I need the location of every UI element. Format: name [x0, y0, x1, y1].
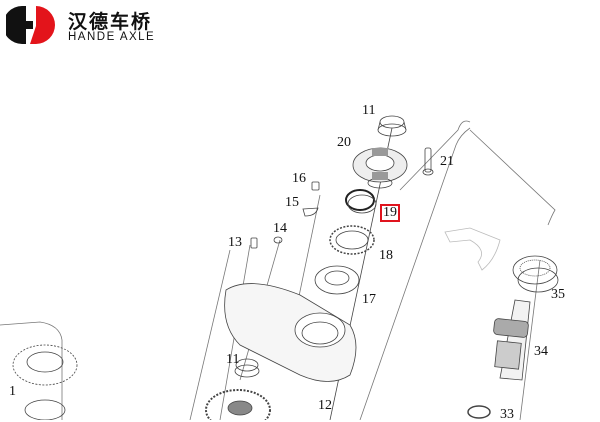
part-15-washer [302, 207, 319, 217]
label-part-20[interactable]: 20 [337, 135, 351, 150]
logo-mark-icon [3, 6, 55, 44]
brand-name-cn: 汉德车桥 [68, 11, 153, 33]
part-33-ring [467, 405, 491, 419]
label-part-15[interactable]: 15 [285, 195, 299, 210]
label-part-17[interactable]: 17 [362, 292, 376, 307]
label-part-19-highlighted[interactable]: 19 [380, 204, 400, 222]
part-21-bolt [422, 147, 434, 176]
part-20-flange [352, 147, 408, 189]
part-17-seal [314, 265, 360, 295]
label-part-18[interactable]: 18 [379, 248, 393, 263]
part-1-inset [0, 321, 78, 420]
part-35-sleeve [512, 255, 559, 293]
label-part-12[interactable]: 12 [318, 398, 332, 413]
part-19-seal [345, 189, 377, 214]
label-part-35[interactable]: 35 [551, 287, 565, 302]
label-part-14[interactable]: 14 [273, 221, 287, 236]
shift-fork [444, 227, 501, 271]
brand-name-en: HANDE AXLE [68, 31, 156, 43]
label-part-11[interactable]: 11 [362, 103, 376, 118]
gear [205, 389, 271, 420]
part-11-bearing-bottom [234, 358, 260, 378]
label-part-13[interactable]: 13 [228, 235, 242, 250]
label-part-33[interactable]: 33 [500, 407, 514, 422]
label-part-11-bottom[interactable]: 11 [226, 352, 240, 367]
part-12-housing-cover [224, 283, 357, 382]
label-part-34[interactable]: 34 [534, 344, 548, 359]
part-11-bearing [377, 115, 407, 137]
label-part-16[interactable]: 16 [292, 171, 306, 186]
part-16-nut [311, 181, 320, 191]
brand-logo: 汉德车桥 HANDE AXLE [3, 4, 196, 46]
part-14-nut [273, 236, 283, 244]
part-18-bearing [329, 225, 375, 255]
label-part-21[interactable]: 21 [440, 154, 454, 169]
part-34-shaft [493, 299, 531, 381]
part-13-bolt [250, 237, 258, 249]
label-part-1[interactable]: 1 [9, 384, 16, 399]
